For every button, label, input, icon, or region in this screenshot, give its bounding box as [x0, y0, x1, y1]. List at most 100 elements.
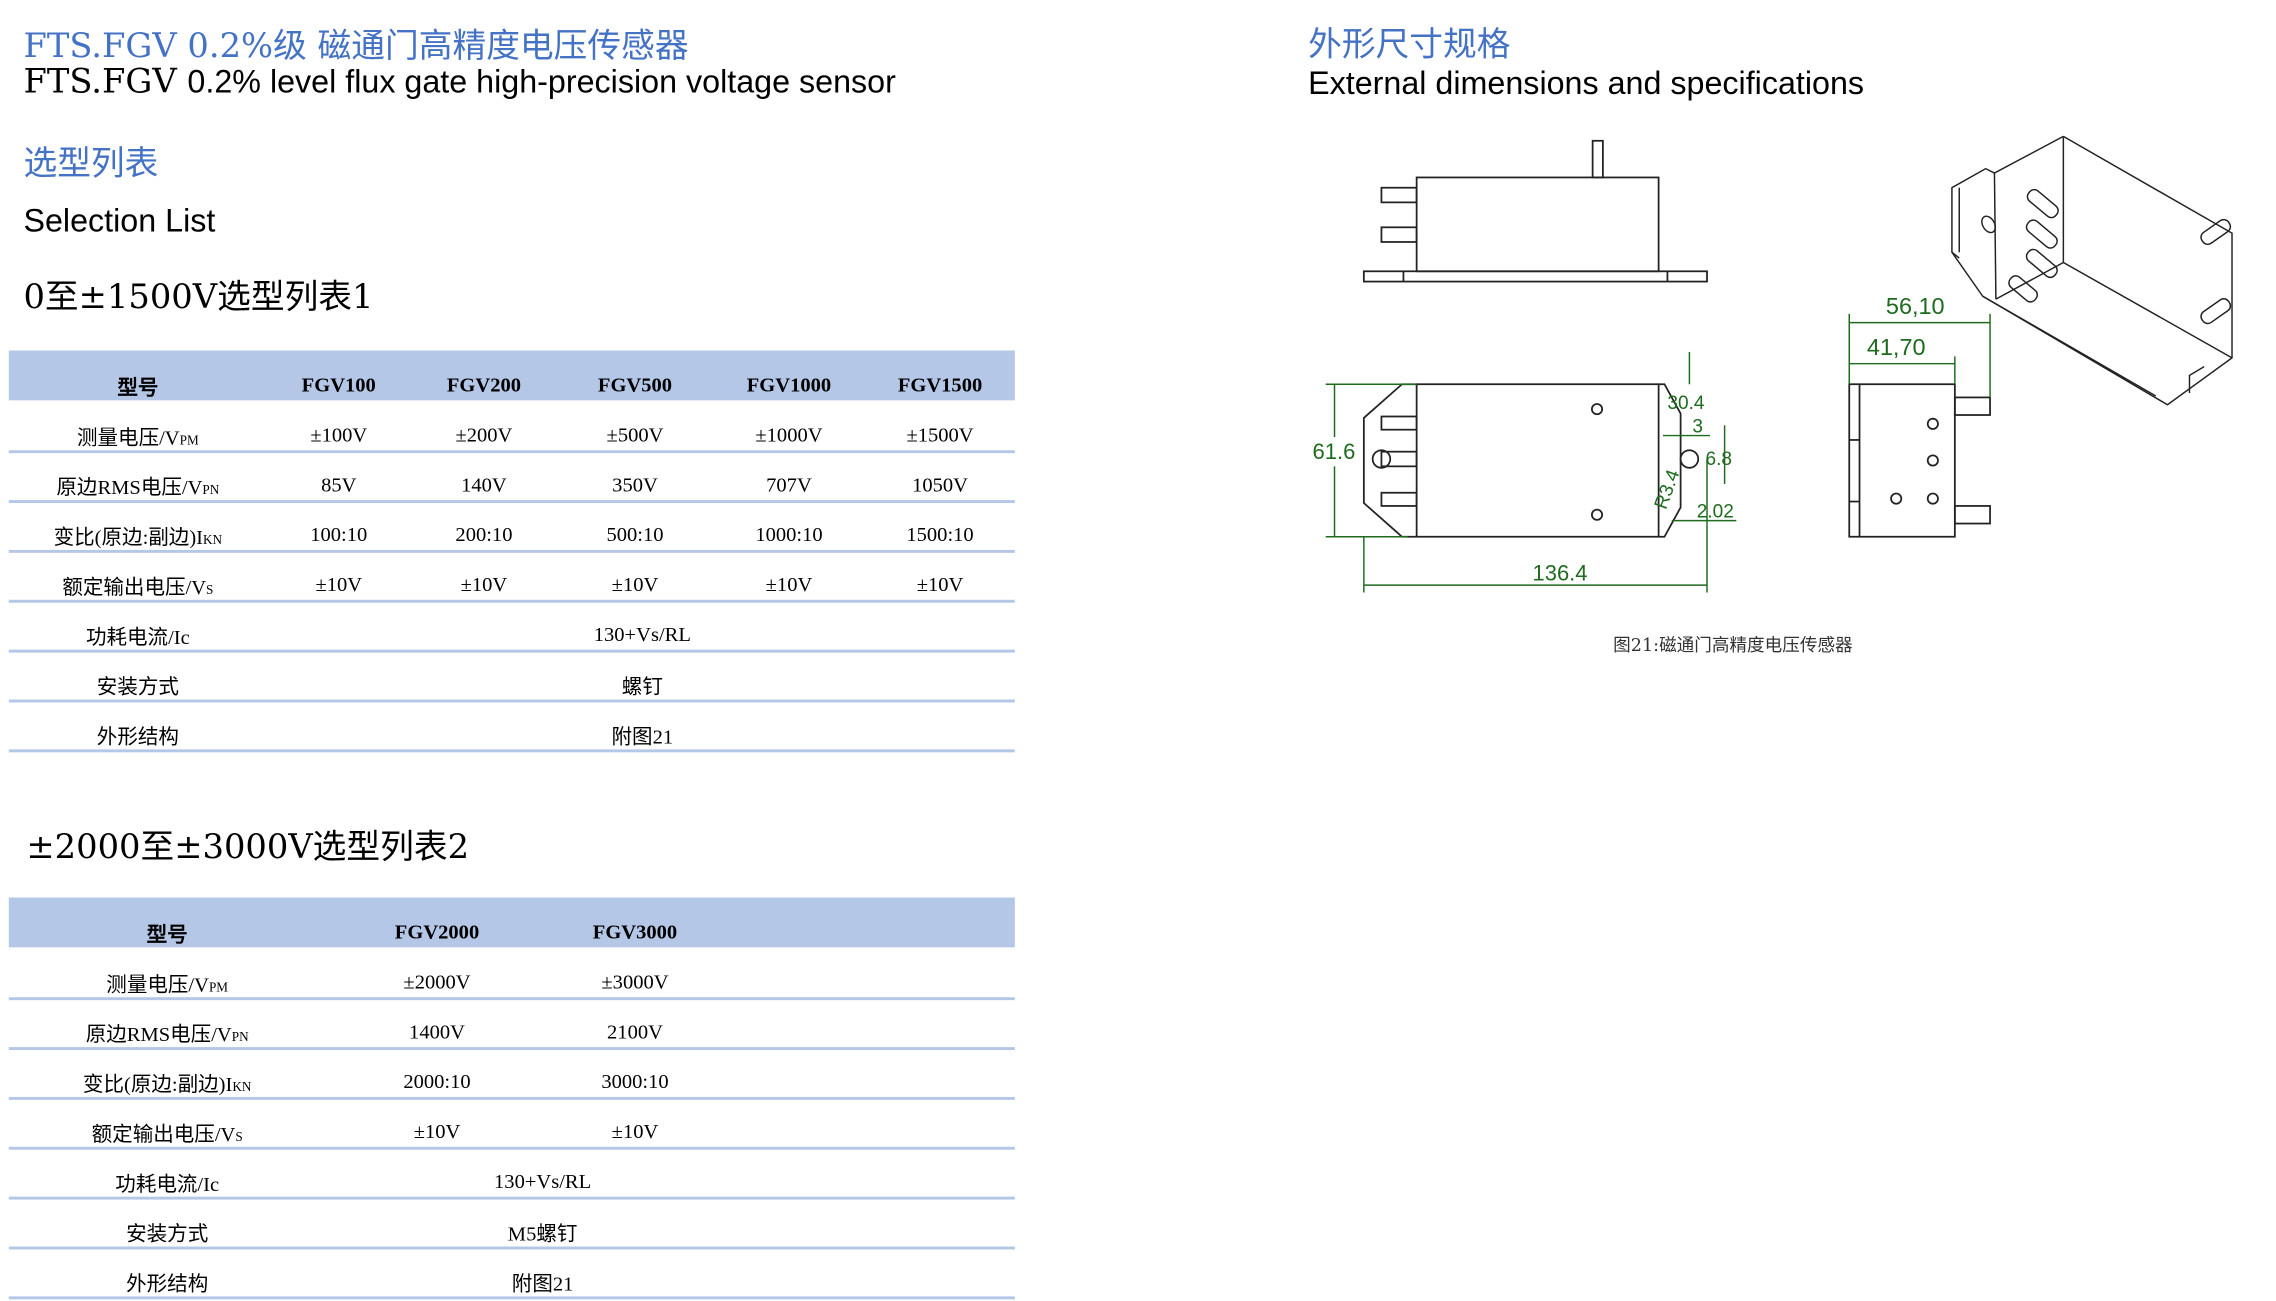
table-cell: 200:10 — [455, 525, 513, 548]
table-cell: ±10V — [916, 574, 964, 597]
dimension-lines — [1325, 313, 1991, 593]
row-label: 功耗电流/Ic — [86, 622, 190, 651]
row-divider — [8, 599, 1015, 603]
row-label-subscript: S — [206, 582, 214, 597]
row-label-text: 外形结构 — [126, 1274, 209, 1297]
table-cell: ±10V — [315, 574, 363, 597]
table-cell: 1050V — [912, 475, 968, 498]
row-divider — [8, 1146, 1015, 1150]
figure-caption: 图21:磁通门高精度电压传感器 — [1613, 634, 1853, 656]
column-header: FGV1000 — [746, 375, 832, 398]
section-title-en: Selection List — [23, 202, 216, 240]
row-label-text: 功耗电流/Ic — [115, 1174, 220, 1197]
row-label-text: 原边RMS电压/V — [85, 1025, 232, 1048]
row-label: 安装方式 — [97, 672, 179, 701]
table-cell: 1400V — [409, 1022, 465, 1045]
table2-title: ±2000至±3000V选型列表2 — [26, 828, 470, 867]
row-label: 原边RMS电压/VPN — [86, 1019, 249, 1048]
table-cell-merged: 螺钉 — [621, 677, 663, 700]
table-cell: 100:10 — [310, 525, 368, 548]
table-cell: ±10V — [611, 574, 659, 597]
row-label-subscript: PN — [231, 1029, 249, 1045]
row-label: 原边RMS电压/VPN — [56, 472, 219, 501]
row-label: 额定输出电压/VS — [92, 1119, 243, 1148]
row-label-subscript: PM — [179, 432, 199, 448]
row-divider — [8, 1096, 1015, 1100]
row-divider — [8, 649, 1015, 653]
table1-title: 0至±1500V选型列表1 — [23, 278, 374, 317]
dim-30-4: 30.4 — [1667, 393, 1704, 414]
table-cell-merged: 130+Vs/RL — [494, 1171, 592, 1194]
column-header: FGV200 — [446, 375, 522, 398]
table-header-band — [8, 350, 1015, 401]
row-label: 测量电压/VPM — [106, 969, 228, 998]
front-view — [1362, 383, 1700, 538]
column-header: FGV500 — [597, 375, 673, 398]
row-label-text: 安装方式 — [96, 677, 179, 700]
top-view — [1362, 139, 1708, 283]
row-label-text: 测量电压/V — [76, 428, 180, 451]
isometric-view — [1951, 135, 2233, 406]
dimensions-title-cn: 外形尺寸规格 — [1308, 26, 1511, 65]
row-divider — [8, 997, 1015, 1001]
row-label-subscript: KN — [232, 1079, 252, 1095]
table-cell: ±10V — [413, 1121, 461, 1144]
row-divider — [8, 450, 1015, 454]
table-cell-merged: 附图21 — [511, 1274, 574, 1297]
table-cell: 1500:10 — [906, 525, 974, 548]
row-label-subscript: PN — [202, 482, 220, 498]
table-header-band — [8, 897, 1015, 948]
table-cell: 85V — [321, 475, 357, 498]
row-label-text: 变比(原边:副边)I — [82, 1074, 233, 1097]
table-cell: ±10V — [765, 574, 813, 597]
section-title-cn: 选型列表 — [23, 145, 159, 184]
row-divider — [8, 1196, 1015, 1200]
table-cell: 707V — [766, 475, 812, 498]
table-cell: ±10V — [460, 574, 508, 597]
row-divider — [8, 1296, 1015, 1300]
table-cell: ±100V — [310, 425, 368, 448]
row-label: 测量电压/VPM — [77, 422, 199, 451]
dim-height: 61.6 — [1313, 439, 1356, 464]
row-label-text: 功耗电流/Ic — [85, 627, 190, 650]
row-divider — [8, 549, 1015, 553]
row-label: 额定输出电压/VS — [62, 572, 213, 601]
column-header: 型号 — [146, 925, 188, 948]
row-label-subscript: PM — [208, 979, 229, 995]
table-cell: ±200V — [455, 425, 513, 448]
row-label: 安装方式 — [126, 1219, 208, 1248]
row-label-text: 额定输出电压/V — [62, 577, 207, 600]
product-description: 0.2% level flux gate high-precision volt… — [187, 63, 896, 100]
side-view — [1848, 383, 1991, 538]
column-header: FGV100 — [301, 375, 376, 398]
table-cell: 1000:10 — [755, 525, 823, 548]
row-label: 外形结构 — [126, 1269, 208, 1298]
table-cell-merged: 附图21 — [611, 727, 674, 750]
row-divider — [8, 749, 1015, 753]
dim-41-70: 41,70 — [1867, 334, 1926, 360]
product-title-cn: FTS.FGV 0.2%级 磁通门高精度电压传感器 — [23, 27, 689, 66]
dim-56-10: 56,10 — [1886, 293, 1945, 319]
table-cell: ±2000V — [403, 972, 471, 995]
dim-3: 3 — [1692, 417, 1703, 438]
row-label-text: 变比(原边:副边)I — [53, 527, 204, 550]
table-cell: 500:10 — [606, 525, 664, 548]
table-cell-merged: M5螺钉 — [507, 1224, 578, 1247]
row-label-subscript: KN — [203, 532, 223, 548]
column-header: 型号 — [117, 378, 159, 401]
column-header: FGV2000 — [394, 922, 480, 945]
row-label: 变比(原边:副边)IKN — [83, 1069, 251, 1098]
table-cell: ±1000V — [755, 425, 823, 448]
product-code: FTS.FGV — [23, 63, 177, 102]
table-cell: 140V — [461, 475, 507, 498]
table-cell: ±10V — [611, 1121, 659, 1144]
row-divider — [8, 699, 1015, 703]
row-label-text: 额定输出电压/V — [91, 1124, 236, 1147]
table-cell: ±3000V — [601, 972, 669, 995]
dimensions-title-en: External dimensions and specifications — [1308, 64, 1865, 102]
row-label-text: 测量电压/V — [106, 975, 209, 998]
table-cell: 2100V — [607, 1022, 663, 1045]
table-cell: ±500V — [606, 425, 664, 448]
row-label-text: 安装方式 — [126, 1224, 209, 1247]
